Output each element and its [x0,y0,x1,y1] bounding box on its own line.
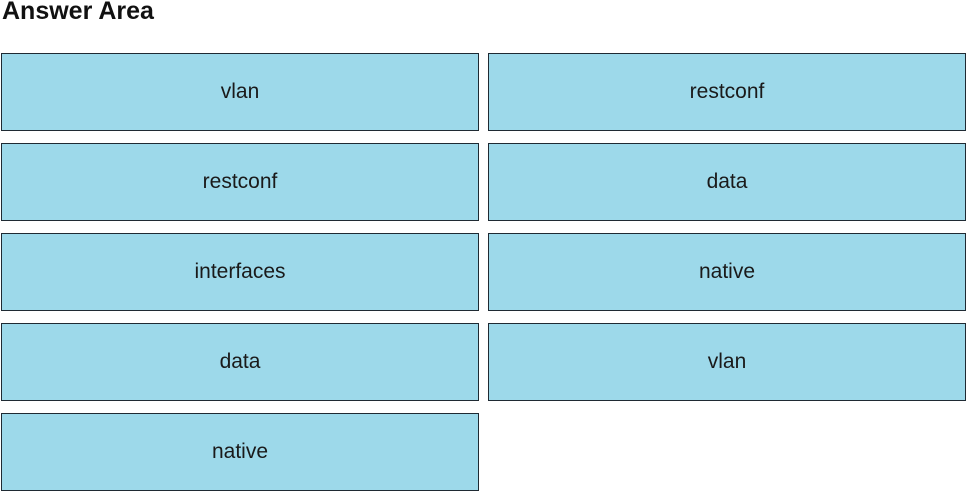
page-title: Answer Area [2,0,154,25]
answer-slot[interactable]: restconf [488,53,966,131]
answer-option[interactable]: vlan [1,53,479,131]
answer-slot[interactable]: native [488,233,966,311]
answer-option[interactable]: restconf [1,143,479,221]
answer-option[interactable]: interfaces [1,233,479,311]
answer-slot[interactable]: vlan [488,323,966,401]
answer-option[interactable]: data [1,323,479,401]
answer-option[interactable]: native [1,413,479,491]
answer-slot[interactable]: data [488,143,966,221]
